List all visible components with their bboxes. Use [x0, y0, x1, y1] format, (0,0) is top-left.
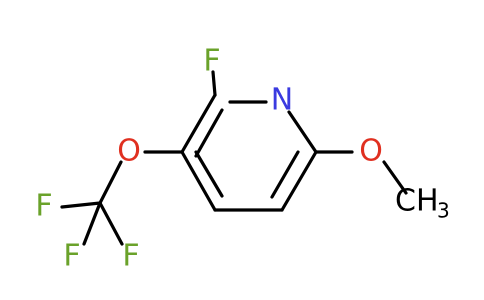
atom-fluorine-cf3-top: F: [35, 189, 52, 224]
bond-c6-c5: [280, 150, 318, 212]
atom-fluorine-cf3-left: F: [63, 239, 80, 274]
atom-nitrogen: N: [271, 83, 293, 118]
bond-c3-c2: [180, 93, 217, 154]
bond-c-f-top: [60, 201, 102, 209]
bond-o-cf3: [98, 160, 123, 205]
bond-o-ch3: [382, 160, 408, 195]
bond-c4-c3: [180, 150, 217, 212]
methyl-subscript: 3: [437, 199, 450, 223]
bond-c-f-left: [82, 201, 102, 246]
atom-fluorine-cf3-right: F: [122, 239, 139, 274]
atom-oxygen-trifluoromethoxy: O: [117, 134, 141, 169]
atom-methyl: CH: [395, 184, 439, 219]
atom-fluorine-ring: F: [203, 44, 220, 79]
atom-labels: F N O O CH 3 F F F: [35, 44, 449, 274]
methyl-group: CH 3: [395, 184, 450, 223]
pyridine-ring: [180, 93, 318, 212]
bond-n1-c6: [287, 110, 318, 154]
atom-oxygen-methoxy: O: [359, 134, 383, 169]
bond-c2-f: [211, 70, 217, 97]
bond-c3-c2-inner: [194, 108, 224, 158]
substituent-bonds: [60, 70, 408, 246]
bond-c4-c3-inner: [194, 150, 224, 198]
bond-c6-c5-inner: [270, 150, 300, 199]
bond-c-f-right: [98, 201, 124, 246]
